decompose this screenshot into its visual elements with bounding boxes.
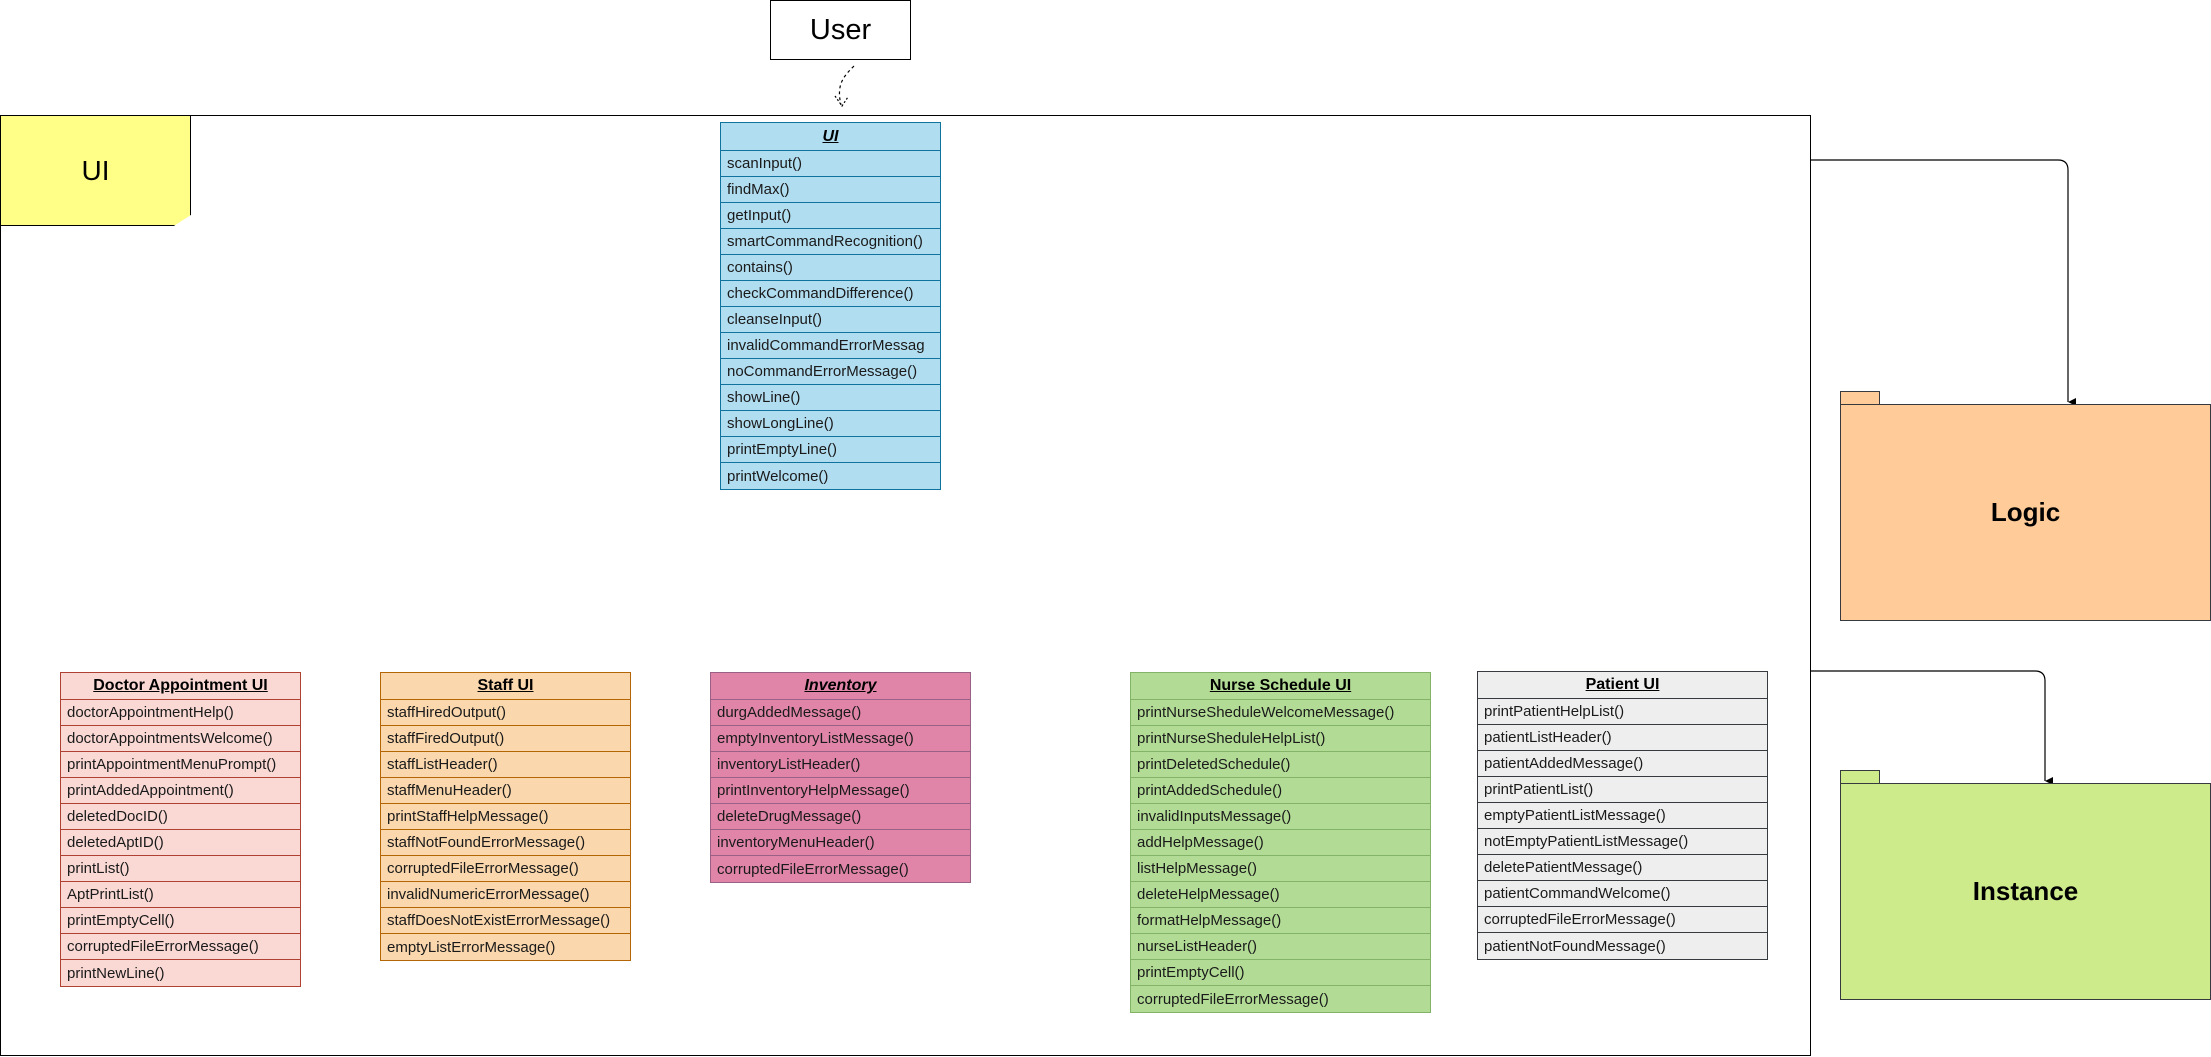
method-row: corruptedFileErrorMessage() (381, 856, 630, 882)
method-row: deleteHelpMessage() (1131, 882, 1430, 908)
method-row: printWelcome() (727, 467, 829, 485)
method-row: corruptedFileErrorMessage() (1137, 990, 1329, 1008)
method-row: printEmptyCell() (61, 908, 300, 934)
method-row: staffListHeader() (381, 752, 630, 778)
method-row: corruptedFileErrorMessage() (61, 934, 300, 960)
method-row: staffHiredOutput() (381, 700, 630, 726)
class-title: UI (721, 123, 940, 151)
class-title: Patient UI (1478, 672, 1767, 699)
method-row: durgAddedMessage() (711, 700, 970, 726)
method-row: cleanseInput() (721, 307, 940, 333)
method-row: deletePatientMessage() (1478, 855, 1767, 881)
method-row: staffNotFoundErrorMessage() (381, 830, 630, 856)
method-row: smartCommandRecognition() (721, 229, 940, 255)
method-row: showLongLine() (721, 411, 940, 437)
method-row: checkCommandDifference() (721, 281, 940, 307)
method-row: deleteDrugMessage() (711, 804, 970, 830)
ui-frame-tab: UI (0, 115, 191, 226)
instance-package-tab (1840, 770, 1880, 784)
method-row: scanInput() (721, 151, 940, 177)
method-row: corruptedFileErrorMessage() (1478, 907, 1767, 933)
method-row: printAddedSchedule() (1131, 778, 1430, 804)
method-row: emptyInventoryListMessage() (711, 726, 970, 752)
logic-package-tab (1840, 391, 1880, 405)
method-row: printEmptyCell() (1131, 960, 1430, 986)
method-row: patientCommandWelcome() (1478, 881, 1767, 907)
method-row: formatHelpMessage() (1131, 908, 1430, 934)
user-dependency-arrow (838, 65, 855, 106)
method-row: printPatientList() (1478, 777, 1767, 803)
method-row: patientNotFoundMessage() (1484, 937, 1666, 955)
method-row: printList() (61, 856, 300, 882)
method-row: staffDoesNotExistErrorMessage() (381, 908, 630, 934)
method-row: invalidCommandErrorMessag (721, 333, 940, 359)
logic-dependency-line (1811, 159, 2076, 406)
method-row: printPatientHelpList() (1478, 699, 1767, 725)
method-row: contains() (721, 255, 940, 281)
method-row: deletedDocID() (61, 804, 300, 830)
method-row: printNewLine() (67, 964, 165, 982)
user-box: User (770, 0, 911, 60)
method-row: invalidNumericErrorMessage() (381, 882, 630, 908)
method-row: inventoryMenuHeader() (711, 830, 970, 856)
method-row: doctorAppointmentsWelcome() (61, 726, 300, 752)
method-row: printAddedAppointment() (61, 778, 300, 804)
method-row: emptyListErrorMessage() (387, 938, 556, 956)
method-row: notEmptyPatientListMessage() (1478, 829, 1767, 855)
instance-dependency-line (1811, 670, 2053, 785)
user-dependency-arrowhead (834, 95, 849, 108)
instance-package: Instance (1840, 783, 2211, 1000)
method-row: staffMenuHeader() (381, 778, 630, 804)
method-row: printInventoryHelpMessage() (711, 778, 970, 804)
method-row: findMax() (721, 177, 940, 203)
method-row: printNurseSheduleWelcomeMessage() (1131, 700, 1430, 726)
class-title: Nurse Schedule UI (1131, 673, 1430, 700)
method-row: patientListHeader() (1478, 725, 1767, 751)
method-row: deletedAptID() (61, 830, 300, 856)
method-row: staffFiredOutput() (381, 726, 630, 752)
method-row: printNurseSheduleHelpList() (1131, 726, 1430, 752)
class-title: Staff UI (381, 673, 630, 700)
class-title: Inventory (711, 673, 970, 700)
method-row: printAppointmentMenuPrompt() (61, 752, 300, 778)
method-row: showLine() (721, 385, 940, 411)
method-row: nurseListHeader() (1131, 934, 1430, 960)
method-row: inventoryListHeader() (711, 752, 970, 778)
logic-package: Logic (1840, 404, 2211, 621)
method-row: printEmptyLine() (721, 437, 940, 463)
method-row: addHelpMessage() (1131, 830, 1430, 856)
method-row: listHelpMessage() (1131, 856, 1430, 882)
method-row: corruptedFileErrorMessage() (717, 860, 909, 878)
class-title: Doctor Appointment UI (61, 673, 300, 700)
method-row: noCommandErrorMessage() (721, 359, 940, 385)
method-row: patientAddedMessage() (1478, 751, 1767, 777)
method-row: doctorAppointmentHelp() (61, 700, 300, 726)
method-row: AptPrintList() (61, 882, 300, 908)
method-row: getInput() (721, 203, 940, 229)
method-row: emptyPatientListMessage() (1478, 803, 1767, 829)
method-row: invalidInputsMessage() (1131, 804, 1430, 830)
method-row: printStaffHelpMessage() (381, 804, 630, 830)
method-row: printDeletedSchedule() (1131, 752, 1430, 778)
